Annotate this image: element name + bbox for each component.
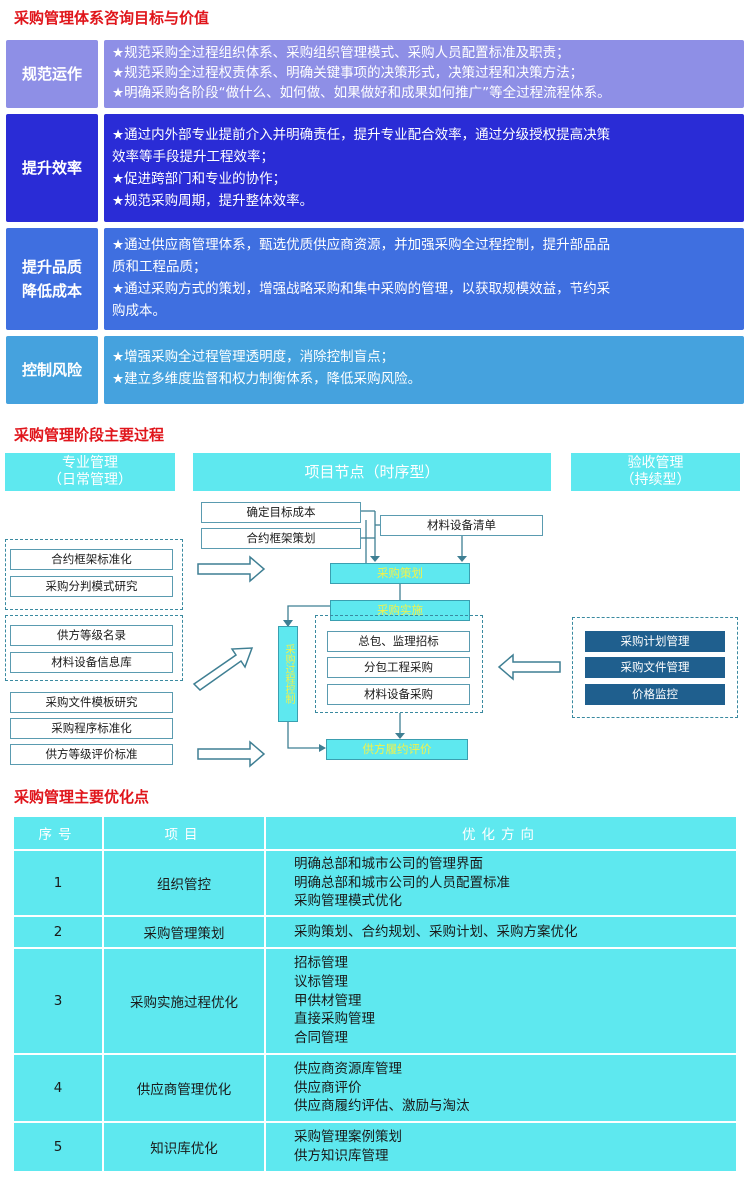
right-group-acceptance (572, 617, 738, 718)
value-text: ★增强采购全过程管理透明度，消除控制盲点； ★建立多维度监督和权力制衡体系，降低… (104, 336, 744, 404)
direction-line: 供应商资源库管理 (294, 1060, 402, 1077)
node-procurement-planning: 采购策划 (330, 563, 470, 584)
cell-directions: 供应商资源库管理 供应商评价 供应商履约评估、激励与淘汰 (266, 1055, 736, 1121)
left-item-supplier-evaluation: 供方等级评价标准 (10, 744, 173, 765)
direction-line: 直接采购管理 (294, 1011, 375, 1028)
left-item-contract-framework: 合约框架标准化 (10, 549, 173, 570)
value-text: ★通过内外部专业提前介入并明确责任，提升专业配合效率，通过分级授权提高决策 效率… (104, 114, 744, 222)
direction-line: 采购管理模式优化 (294, 893, 402, 910)
cell-item: 供应商管理优化 (104, 1055, 264, 1121)
right-item-document-management: 采购文件管理 (585, 657, 725, 678)
exec-item-subcontract: 分包工程采购 (327, 657, 470, 678)
value-label: 提升效率 (6, 114, 98, 222)
table-row: 2 采购管理策划 采购策划、合约规划、采购计划、采购方案优化 (14, 917, 736, 947)
direction-line: 供应商履约评估、激励与淘汰 (294, 1098, 470, 1115)
section-title-process: 采购管理阶段主要过程 (14, 426, 165, 444)
cell-item: 采购管理策划 (104, 917, 264, 947)
value-line: ★促进跨部门和专业的协作； (112, 171, 287, 187)
cell-number: 3 (14, 949, 102, 1053)
execution-group (315, 615, 483, 713)
value-label: 控制风险 (6, 336, 98, 404)
cell-item: 采购实施过程优化 (104, 949, 264, 1053)
cell-item: 知识库优化 (104, 1123, 264, 1171)
cell-directions: 采购管理案例策划 供方知识库管理 (266, 1123, 736, 1171)
direction-line: 采购策划、合约规划、采购计划、采购方案优化 (294, 923, 578, 940)
table-row: 5 知识库优化 采购管理案例策划 供方知识库管理 (14, 1123, 736, 1171)
column-header-direction: 优化方向 (266, 817, 736, 849)
direction-line: 明确总部和城市公司的管理界面 (294, 855, 483, 872)
direction-line: 采购管理案例策划 (294, 1129, 402, 1146)
header-text: 验收管理 (627, 455, 684, 471)
value-line: ★明确采购各阶段“做什么、如何做、如果做好和成果如何推广”等全过程流程体系。 (112, 85, 611, 101)
value-row-efficiency: 提升效率 ★通过内外部专业提前介入并明确责任，提升专业配合效率，通过分级授权提高… (6, 114, 744, 222)
left-item-procedure-standard: 采购程序标准化 (10, 718, 173, 739)
header-professional-management: 专业管理 （日常管理） (5, 453, 175, 491)
node-target-cost: 确定目标成本 (201, 502, 361, 523)
direction-line: 招标管理 (294, 955, 348, 971)
value-row-quality-cost: 提升品质 降低成本 ★通过供应商管理体系，甄选优质供应商资源，并加强采购全过程控… (6, 228, 744, 330)
value-text: ★规范采购全过程组织体系、采购组织管理模式、采购人员配置标准及职责； ★规范采购… (104, 40, 744, 108)
cell-item: 组织管控 (104, 851, 264, 915)
direction-line: 明确总部和城市公司的人员配置标准 (294, 874, 510, 891)
value-line: ★增强采购全过程管理透明度，消除控制盲点； (112, 349, 395, 365)
value-line: 质和工程品质； (112, 259, 207, 275)
header-project-nodes: 项目节点（时序型） (193, 453, 551, 491)
header-text: （日常管理） (48, 472, 132, 488)
value-label: 提升品质 降低成本 (6, 228, 98, 330)
header-text: （持续型） (620, 472, 691, 488)
exec-item-materials: 材料设备采购 (327, 684, 470, 705)
header-text: 专业管理 (62, 455, 118, 471)
direction-line: 议标管理 (294, 973, 348, 990)
table-row: 3 采购实施过程优化 招标管理 议标管理 甲供材管理 直接采购管理 合同管理 (14, 949, 736, 1053)
cell-directions: 采购策划、合约规划、采购计划、采购方案优化 (266, 917, 736, 947)
table-row: 4 供应商管理优化 供应商资源库管理 供应商评价 供应商履约评估、激励与淘汰 (14, 1055, 736, 1121)
direction-line: 甲供材管理 (294, 992, 362, 1009)
value-line: ★通过供应商管理体系，甄选优质供应商资源，并加强采购全过程控制，提升部品品 (112, 237, 611, 253)
direction-line: 供方知识库管理 (294, 1148, 389, 1164)
left-item-procurement-model: 采购分判模式研究 (10, 576, 173, 597)
node-contract-planning: 合约框架策划 (201, 528, 361, 549)
value-line: ★建立多维度监督和权力制衡体系，降低采购风险。 (112, 371, 422, 387)
value-line: 购成本。 (112, 303, 166, 319)
left-item-material-database: 材料设备信息库 (10, 652, 173, 673)
cell-number: 1 (14, 851, 102, 915)
left-item-document-template: 采购文件模板研究 (10, 692, 173, 713)
right-item-plan-management: 采购计划管理 (585, 631, 725, 652)
direction-line: 供应商评价 (294, 1079, 362, 1096)
value-line: ★规范采购周期，提升整体效率。 (112, 193, 314, 209)
left-group-standardization (5, 539, 183, 610)
value-row-risk: 控制风险 ★增强采购全过程管理透明度，消除控制盲点； ★建立多维度监督和权力制衡… (6, 336, 744, 404)
cell-directions: 招标管理 议标管理 甲供材管理 直接采购管理 合同管理 (266, 949, 736, 1053)
value-line: ★通过内外部专业提前介入并明确责任，提升专业配合效率，通过分级授权提高决策 (112, 127, 611, 143)
value-line: ★规范采购全过程权责体系、明确关键事项的决策形式，决策过程和决策方法； (112, 65, 584, 81)
value-text: ★通过供应商管理体系，甄选优质供应商资源，并加强采购全过程控制，提升部品品 质和… (104, 228, 744, 330)
value-line: 效率等手段提升工程效率； (112, 149, 274, 165)
header-acceptance-management: 验收管理 （持续型） (571, 453, 740, 491)
value-label: 规范运作 (6, 40, 98, 108)
node-materials-list: 材料设备清单 (380, 515, 543, 536)
header-text: 项目节点（时序型） (304, 462, 440, 481)
cell-number: 2 (14, 917, 102, 947)
left-item-supplier-list: 供方等级名录 (10, 625, 173, 646)
node-process-control: 采购过程控制 (278, 626, 298, 722)
cell-directions: 明确总部和城市公司的管理界面 明确总部和城市公司的人员配置标准 采购管理模式优化 (266, 851, 736, 915)
section-title-optimize: 采购管理主要优化点 (14, 788, 150, 806)
section-title-values: 采购管理体系咨询目标与价值 (14, 9, 210, 27)
column-header-number: 序号 (14, 817, 102, 849)
left-group-library (5, 615, 183, 681)
column-header-item: 项目 (104, 817, 264, 849)
table-header-row: 序号 项目 优化方向 (14, 817, 736, 849)
value-row-standardize: 规范运作 ★规范采购全过程组织体系、采购组织管理模式、采购人员配置标准及职责； … (6, 40, 744, 108)
cell-number: 5 (14, 1123, 102, 1171)
node-supplier-performance: 供方履约评价 (326, 739, 468, 760)
value-line: ★通过采购方式的策划，增强战略采购和集中采购的管理，以获取规模效益，节约采 (112, 281, 611, 297)
exec-item-general-contract: 总包、监理招标 (327, 631, 470, 652)
direction-line: 合同管理 (294, 1030, 348, 1047)
cell-number: 4 (14, 1055, 102, 1121)
right-item-price-monitoring: 价格监控 (585, 684, 725, 705)
value-line: ★规范采购全过程组织体系、采购组织管理模式、采购人员配置标准及职责； (112, 45, 570, 61)
optimization-table: 序号 项目 优化方向 1 组织管控 明确总部和城市公司的管理界面 明确总部和城市… (12, 815, 738, 1173)
table-row: 1 组织管控 明确总部和城市公司的管理界面 明确总部和城市公司的人员配置标准 采… (14, 851, 736, 915)
